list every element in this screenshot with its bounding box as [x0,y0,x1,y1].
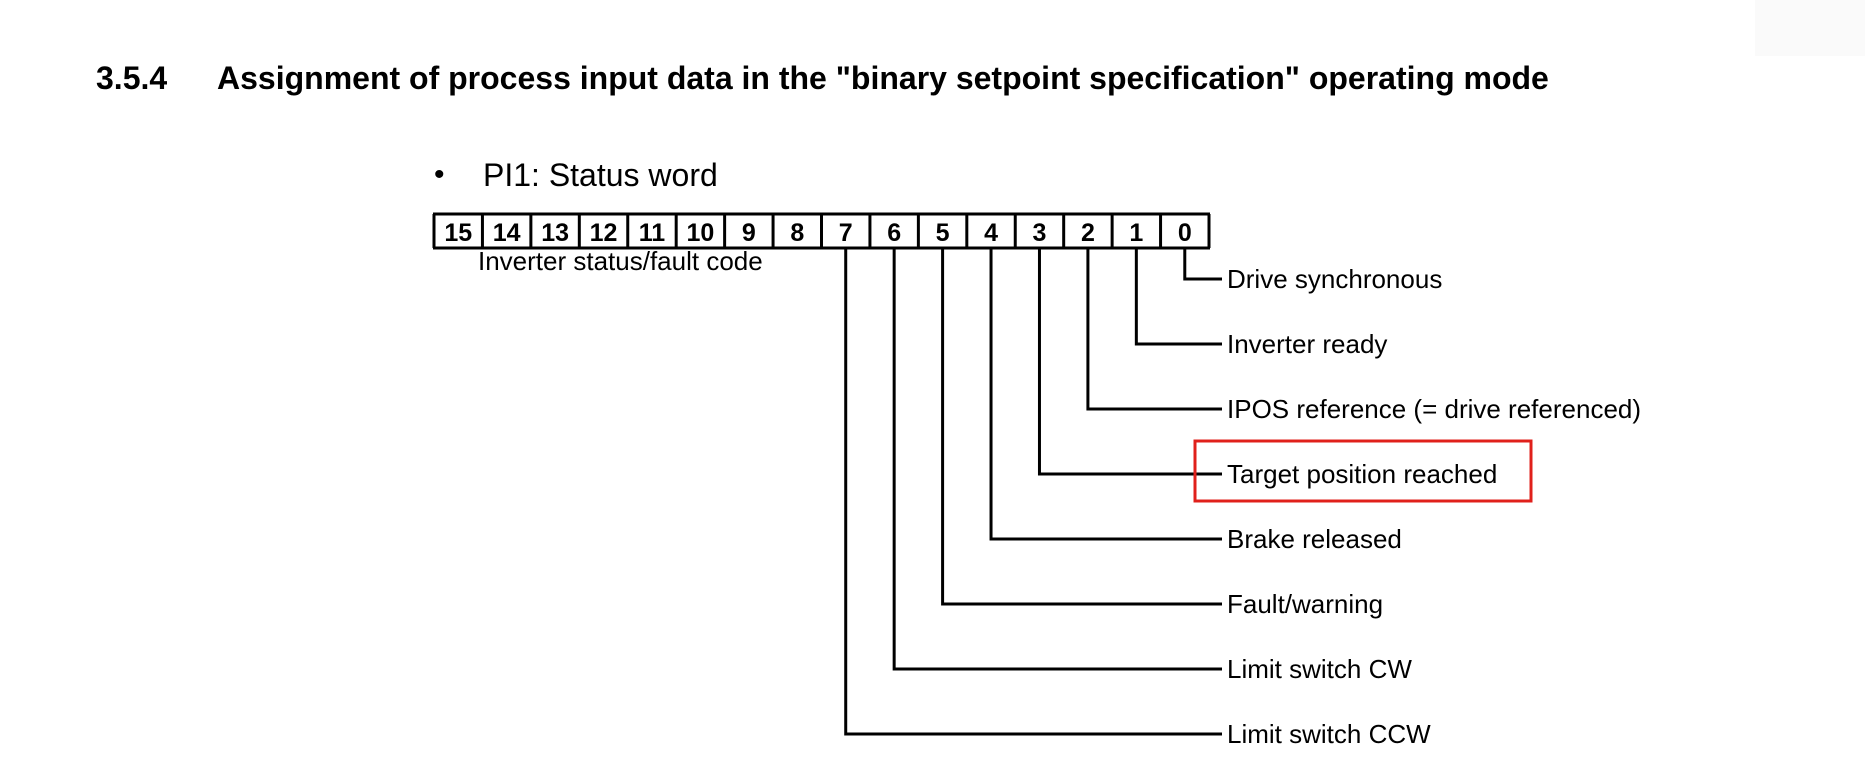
bit-number-6: 6 [887,219,901,247]
bit-number-11: 11 [639,219,666,247]
bullet-text: PI1: Status word [483,157,718,193]
bit-number-8: 8 [790,219,804,247]
bit-1-label: Inverter ready [1227,329,1387,359]
bit-0-leader-line [1183,248,1222,281]
bit-4-label: Brake released [1227,524,1402,554]
bit-2-leader-line [1086,248,1222,411]
bit-number-15: 15 [444,219,472,247]
bit-5-label: Fault/warning [1227,589,1383,619]
bit-6-label: Limit switch CW [1227,654,1412,684]
bit-3-label: Target position reached [1227,459,1497,489]
bit-number-4: 4 [984,219,998,247]
bit-5-leader-line [941,248,1222,606]
bit-number-5: 5 [936,219,950,247]
bit-number-9: 9 [742,219,756,247]
bit-4-leader-line [989,248,1222,541]
bit-0-label: Drive synchronous [1227,264,1442,294]
bit-1-leader-line [1134,248,1222,346]
corner-tint [1755,0,1865,56]
bit-6-leader-line [892,248,1222,671]
bit-number-2: 2 [1081,219,1095,247]
bit-number-13: 13 [541,219,569,247]
high-byte-label: Inverter status/fault code [478,246,763,276]
section-number: 3.5.4 [96,60,168,96]
bit-number-0: 0 [1178,219,1192,247]
section-title: Assignment of process input data in the … [217,60,1549,96]
highlight-box [1193,439,1533,503]
bit-number-1: 1 [1129,219,1143,247]
bit-7-leader-line [844,248,1222,736]
bit-3-leader-line [1037,248,1222,476]
bit-number-3: 3 [1033,219,1047,247]
bit-7-label: Limit switch CCW [1227,719,1431,749]
bit-number-10: 10 [687,219,715,247]
bullet-symbol: • [434,158,445,191]
bit-number-12: 12 [590,219,618,247]
bit-2-label: IPOS reference (= drive referenced) [1227,394,1641,424]
bit-number-14: 14 [493,219,521,247]
bit-number-7: 7 [839,219,853,247]
